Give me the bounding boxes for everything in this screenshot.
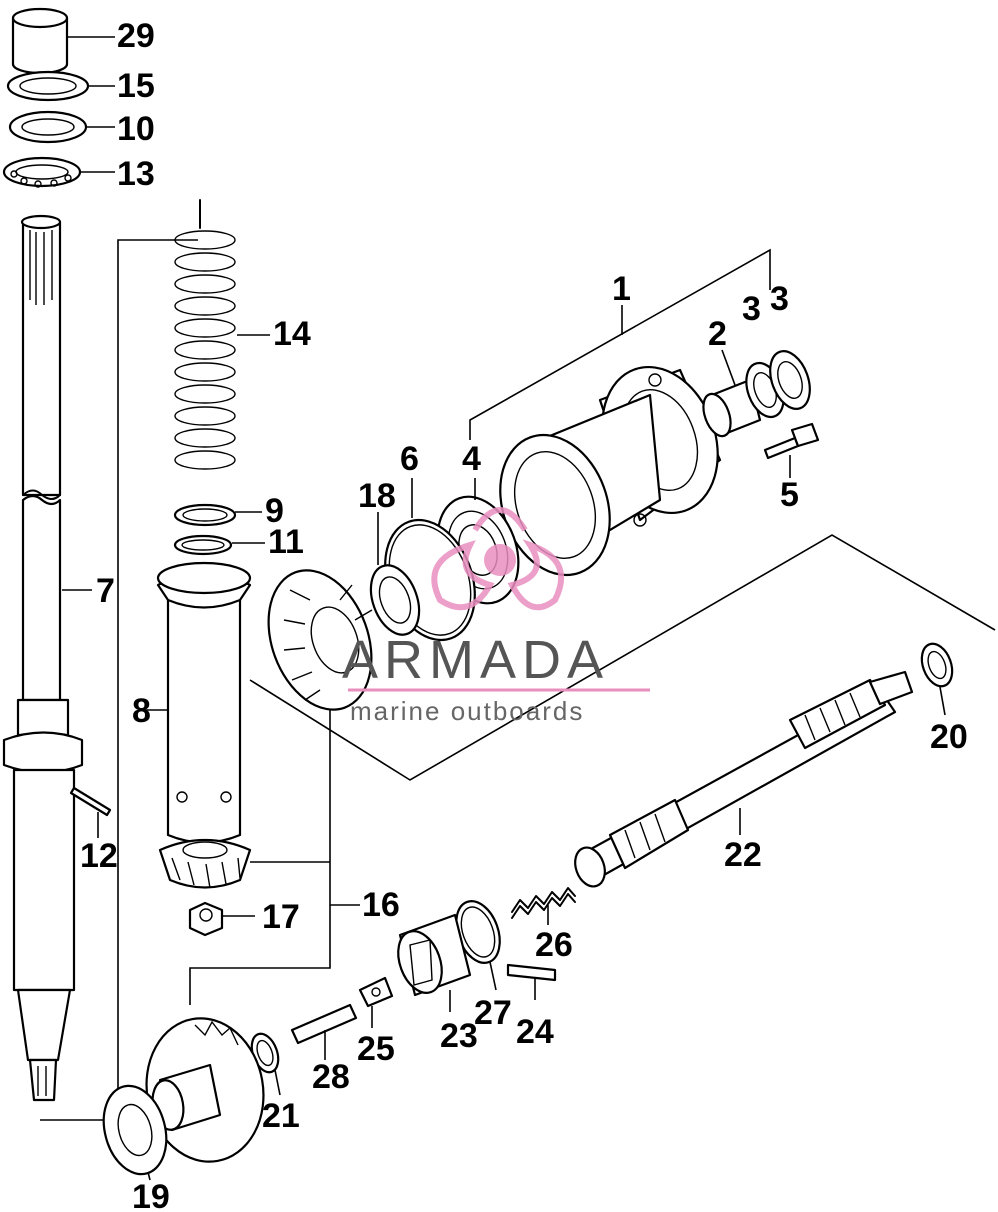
callout-17: 17 [262,898,300,936]
part-1-bearing-housing [499,305,722,577]
part-14-spring [174,199,270,470]
part-29-sleeve [11,7,115,75]
part-16-reverse-gear [145,1017,265,1163]
callout-20: 20 [930,718,968,756]
callout-25: 25 [357,1030,395,1068]
callout-9: 9 [265,492,284,530]
callout-4: 4 [462,440,481,478]
callout-1: 1 [612,270,631,308]
callout-14: 14 [273,315,311,353]
part-9-ring [173,503,262,527]
callout-19: 19 [132,1178,170,1212]
callout-13: 13 [117,155,155,193]
part-8-sleeve [145,561,252,844]
part-18-shim [369,512,421,636]
callout-12: 12 [80,837,118,875]
callout-23: 23 [440,1017,478,1055]
callout-8: 8 [132,692,151,730]
armada-logo-mark [431,507,565,611]
callout-3a: 3 [742,290,761,328]
callout-26: 26 [535,926,573,964]
callout-29: 29 [117,17,155,55]
callout-2: 2 [708,315,727,353]
part-11-circlip [173,534,265,556]
callout-3b: 3 [770,280,789,318]
part-24-pin [506,963,557,1000]
callout-16: 16 [362,886,400,924]
watermark-brand: ARMADA [342,630,609,690]
callout-15: 15 [117,67,155,105]
part-17-nut [188,901,255,937]
part-7-drive-shaft [2,214,92,1102]
assembly-brackets [40,239,996,1121]
part-5-bolt [763,422,820,478]
callout-10: 10 [117,110,155,148]
callout-5: 5 [780,476,799,514]
callout-21: 21 [262,1097,300,1135]
callout-18: 18 [358,477,396,515]
callout-6: 6 [400,440,419,478]
part-16-pinion [158,838,330,889]
armada-logo: ARMADA marine outboards [342,507,650,726]
part-20-washer [920,642,954,716]
callout-28: 28 [312,1058,350,1096]
callout-11: 11 [268,523,304,561]
callout-22: 22 [724,836,762,874]
part-22-propeller-shaft [574,670,914,888]
part-27-ring [455,900,501,991]
part-13-bearing [2,156,115,188]
callout-27: 27 [474,994,512,1032]
part-10-washer [8,110,115,144]
part-15-shim [6,70,115,102]
part-23-clutch [397,913,472,1012]
part-3-shim-b [769,350,811,410]
part-26-spring [511,887,576,925]
callout-labels: 29 15 10 13 14 1 2 3 3 6 4 18 5 9 11 7 8… [80,17,968,1212]
part-19-washer [102,1084,168,1181]
part-12-pin [69,786,112,838]
part-16-forward-gear [267,569,373,711]
part-25-shift-slider [358,976,394,1028]
callout-7: 7 [96,572,115,610]
part-28-shift-rod [290,1003,358,1060]
callout-24: 24 [516,1013,554,1051]
watermark-tagline: marine outboards [350,696,584,726]
